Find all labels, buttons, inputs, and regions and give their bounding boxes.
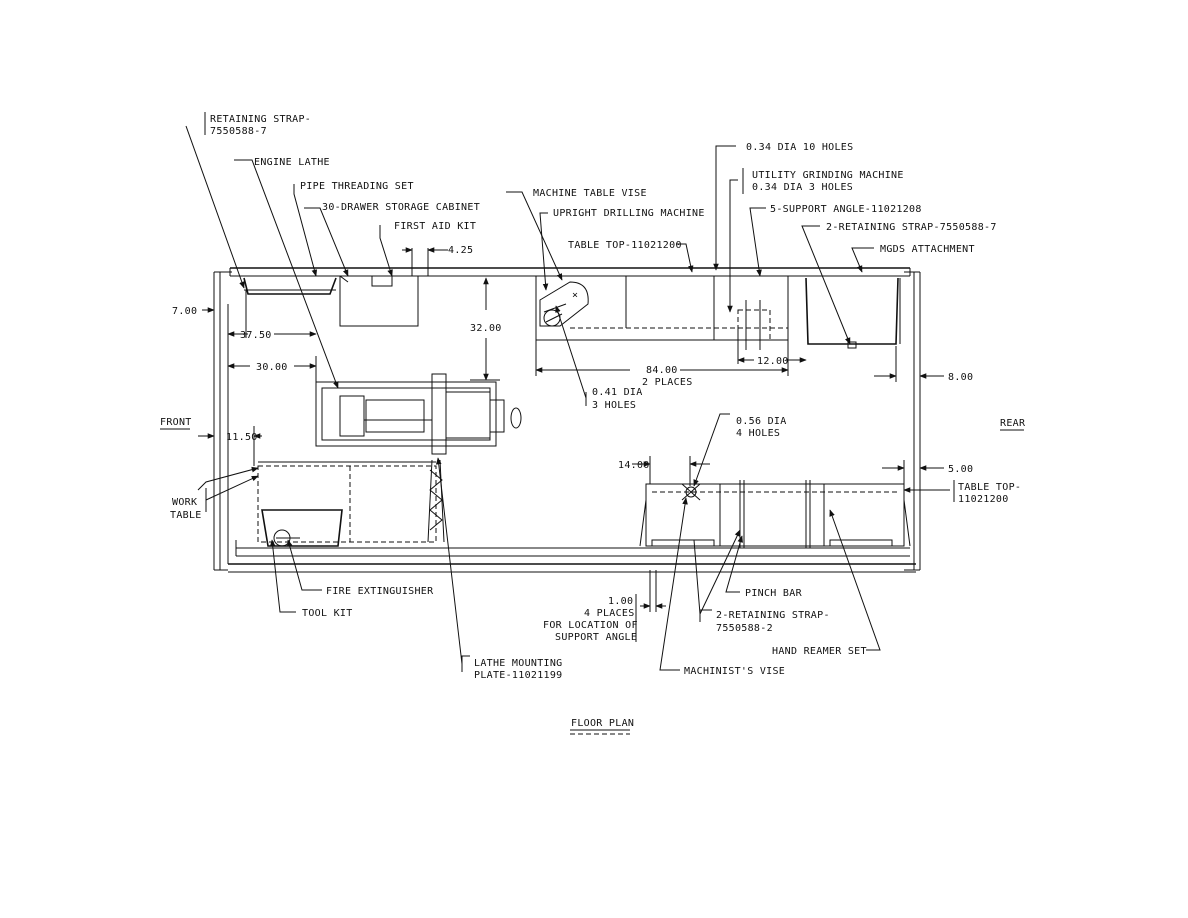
label-retaining-strap-top-2: 7550588-7 xyxy=(210,126,267,137)
dim-5-00: 5.00 xyxy=(948,464,973,475)
dimension-lines xyxy=(198,247,944,642)
label-rear: REAR xyxy=(1000,418,1026,429)
label-lathe-mounting-plate-2: PLATE-11021199 xyxy=(474,670,563,681)
label-holes-034-10: 0.34 DIA 10 HOLES xyxy=(746,142,853,153)
dim-84-00-places: 2 PLACES xyxy=(642,377,693,388)
label-drawer-cabinet: 30-DRAWER STORAGE CABINET xyxy=(322,202,480,213)
leader-lines xyxy=(185,112,955,672)
label-location-support-angle-4: SUPPORT ANGLE xyxy=(555,632,637,643)
label-retaining-strap-right: 2-RETAINING STRAP-7550588-7 xyxy=(826,222,997,233)
svg-text:×: × xyxy=(572,290,578,301)
retaining-strap-bin xyxy=(243,277,337,295)
label-pipe-threading-set: PIPE THREADING SET xyxy=(300,181,414,192)
label-work-table-1: WORK xyxy=(172,497,197,508)
label-utility-grinding-1: UTILITY GRINDING MACHINE xyxy=(752,170,904,181)
label-engine-lathe: ENGINE LATHE xyxy=(254,157,330,168)
dim-11-50: 11.50 xyxy=(226,432,258,443)
label-tool-kit: TOOL KIT xyxy=(302,608,353,619)
utility-grinding-machine xyxy=(737,300,771,350)
mgds-attachment xyxy=(805,277,901,349)
label-lathe-mounting-plate-1: LATHE MOUNTING xyxy=(474,658,563,669)
label-table-top-lower-2: 11021200 xyxy=(958,494,1009,505)
label-mgds-attachment: MGDS ATTACHMENT xyxy=(880,244,975,255)
label-holes-041-1: 0.41 DIA xyxy=(592,387,643,398)
label-location-support-angle-2: 4 PLACES xyxy=(584,608,635,619)
label-machine-table-vise: MACHINE TABLE VISE xyxy=(533,188,647,199)
label-first-aid-kit: FIRST AID KIT xyxy=(394,221,476,232)
label-retaining-strap-lower-1: 2-RETAINING STRAP- xyxy=(716,610,830,621)
label-holes-041-2: 3 HOLES xyxy=(592,400,636,411)
shelter-outline xyxy=(213,267,921,573)
engine-lathe xyxy=(315,373,522,455)
label-upright-drilling-machine: UPRIGHT DRILLING MACHINE xyxy=(553,208,705,219)
dim-7-00: 7.00 xyxy=(172,306,197,317)
label-table-top-lower-1: TABLE TOP- xyxy=(958,482,1021,493)
label-table-top-upper: TABLE TOP-11021200 xyxy=(568,240,682,251)
dim-84-00: 84.00 xyxy=(646,365,678,376)
label-holes-056-2: 4 HOLES xyxy=(736,428,780,439)
lower-table-top xyxy=(639,480,911,548)
callout-labels: RETAINING STRAP- 7550588-7 ENGINE LATHE … xyxy=(170,114,1021,681)
dim-14-00: 14.00 xyxy=(618,460,650,471)
label-work-table-2: TABLE xyxy=(170,510,202,521)
orientation-labels: FRONT REAR xyxy=(160,417,1026,431)
dimension-labels: 4.25 7.00 37.50 30.00 32.00 84.00 2 PLAC… xyxy=(172,245,973,475)
work-table xyxy=(257,459,445,547)
label-front: FRONT xyxy=(160,417,192,428)
label-location-support-angle-3: FOR LOCATION OF xyxy=(543,620,638,631)
dim-12-00: 12.00 xyxy=(757,356,789,367)
drawing-title: FLOOR PLAN xyxy=(570,718,634,735)
dim-32-00: 32.00 xyxy=(470,323,502,334)
label-location-support-angle-1: 1.00 xyxy=(608,596,633,607)
label-holes-056-1: 0.56 DIA xyxy=(736,416,787,427)
label-hand-reamer-set: HAND REAMER SET xyxy=(772,646,867,657)
upper-table-top xyxy=(535,275,789,341)
label-retaining-strap-lower-2: 7550588-2 xyxy=(716,623,773,634)
label-machinists-vise: MACHINIST'S VISE xyxy=(684,666,785,677)
upright-drilling-machine: × xyxy=(539,281,589,327)
dim-4-25: 4.25 xyxy=(448,245,473,256)
label-fire-extinguisher: FIRE EXTINGUISHER xyxy=(326,586,434,597)
dim-8-00: 8.00 xyxy=(948,372,973,383)
dim-30-00: 30.00 xyxy=(256,362,288,373)
floor-plan-title: FLOOR PLAN xyxy=(571,718,634,729)
dim-37-50: 37.50 xyxy=(240,330,272,341)
label-utility-grinding-2: 0.34 DIA 3 HOLES xyxy=(752,182,853,193)
label-pinch-bar: PINCH BAR xyxy=(745,588,803,599)
drawer-storage-cabinet xyxy=(339,275,419,327)
label-support-angle: 5-SUPPORT ANGLE-11021208 xyxy=(770,204,922,215)
label-retaining-strap-top-1: RETAINING STRAP- xyxy=(210,114,311,125)
